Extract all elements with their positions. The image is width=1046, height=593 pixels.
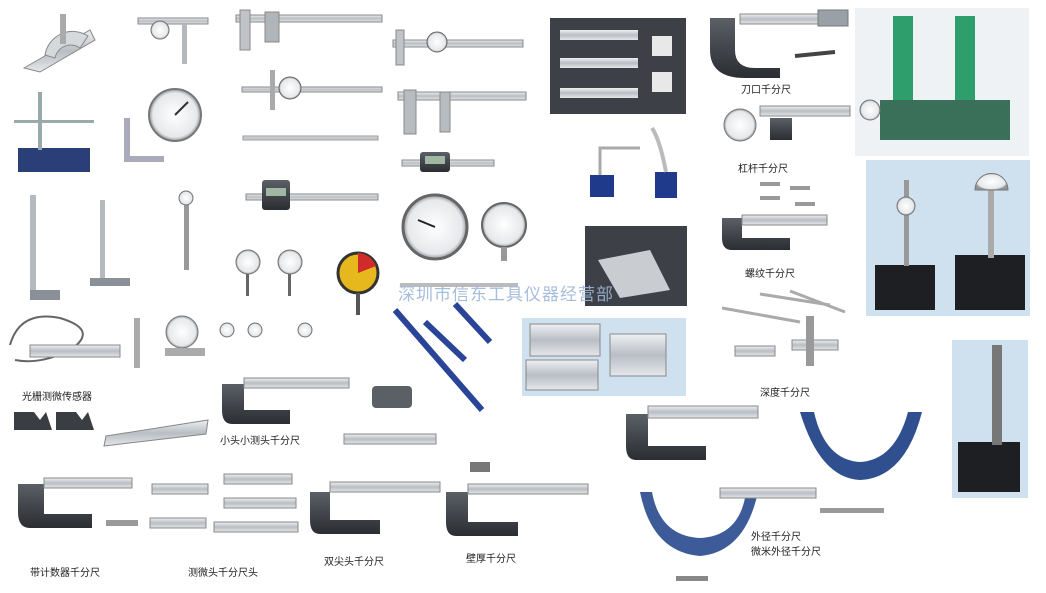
lever-micrometer-image	[723, 105, 851, 142]
micrometer-head-label: 测微头千分尺头	[188, 568, 258, 579]
micrometer-heads-image	[149, 473, 299, 533]
wall-thickness-micrometer-label: 壁厚千分尺	[466, 554, 516, 565]
granite-stand-photo	[952, 340, 1028, 498]
lever-micrometer-label: 杠杆千分尺	[738, 164, 788, 175]
micron-outside-micrometer-label: 微米外径千分尺	[751, 547, 821, 558]
depth-micrometer-image	[721, 289, 846, 366]
outside-micrometer-image	[626, 405, 759, 460]
double-point-micrometer-image	[310, 481, 441, 534]
protractor-image	[22, 14, 96, 73]
dial-caliper-image	[392, 29, 524, 66]
counter-micrometer-image	[18, 477, 138, 528]
vernier-caliper-image	[235, 9, 383, 51]
magnetic-stand-image	[14, 92, 94, 172]
granite-height-stand-photo	[866, 160, 1030, 316]
large-caliper-image	[397, 89, 527, 135]
large-dial-indicators-image	[401, 193, 527, 261]
combination-square-image	[137, 17, 209, 64]
outside-micrometer-label: 外径千分尺	[751, 532, 801, 543]
test-indicators-image	[235, 249, 303, 296]
grating-sensor-image	[9, 315, 121, 363]
micrometer-head-image	[343, 433, 437, 445]
flexible-stand-image	[590, 126, 677, 198]
counter-micrometer-label: 带计数器千分尺	[30, 568, 100, 579]
wall-thickness-micrometer-image	[446, 462, 589, 536]
small-head-micrometer-image	[222, 377, 412, 424]
fixture-photo-tray	[550, 18, 686, 114]
bore-gauge-image	[178, 190, 194, 270]
dial-indicator-image	[124, 88, 202, 162]
double-point-micrometer-label: 双尖头千分尺	[324, 557, 384, 568]
small-head-micrometer-label: 小头小测头千分尺	[220, 436, 300, 447]
depth-micrometer-label: 深度千分尺	[760, 388, 810, 399]
thread-micrometer-label: 螺纹千分尺	[745, 269, 795, 280]
surface-plate-image	[103, 419, 209, 447]
gauge-block-set-photo	[522, 318, 686, 396]
gauge-block-photo	[585, 226, 687, 306]
grating-sensor-label: 光栅测微传感器	[22, 392, 92, 403]
dial-thickness-gauges-image	[134, 315, 313, 368]
yellow-dial-indicator-image	[336, 251, 380, 315]
blue-rods-image	[392, 283, 518, 412]
v-block-image	[14, 412, 94, 430]
knife-edge-micrometer-label: 刀口千分尺	[741, 85, 791, 96]
knife-edge-micrometer-image	[710, 9, 849, 78]
depth-gauge-image	[241, 70, 383, 141]
digital-depth-caliper-image	[245, 180, 379, 210]
digital-caliper-image	[401, 152, 495, 172]
large-outside-micrometer-image	[640, 412, 922, 581]
thread-micrometer-image	[722, 182, 828, 250]
bench-fixture-photo	[855, 8, 1029, 156]
watermark-text: 深圳市信东工具仪器经营部	[398, 285, 614, 305]
height-gauge-image	[30, 195, 130, 300]
